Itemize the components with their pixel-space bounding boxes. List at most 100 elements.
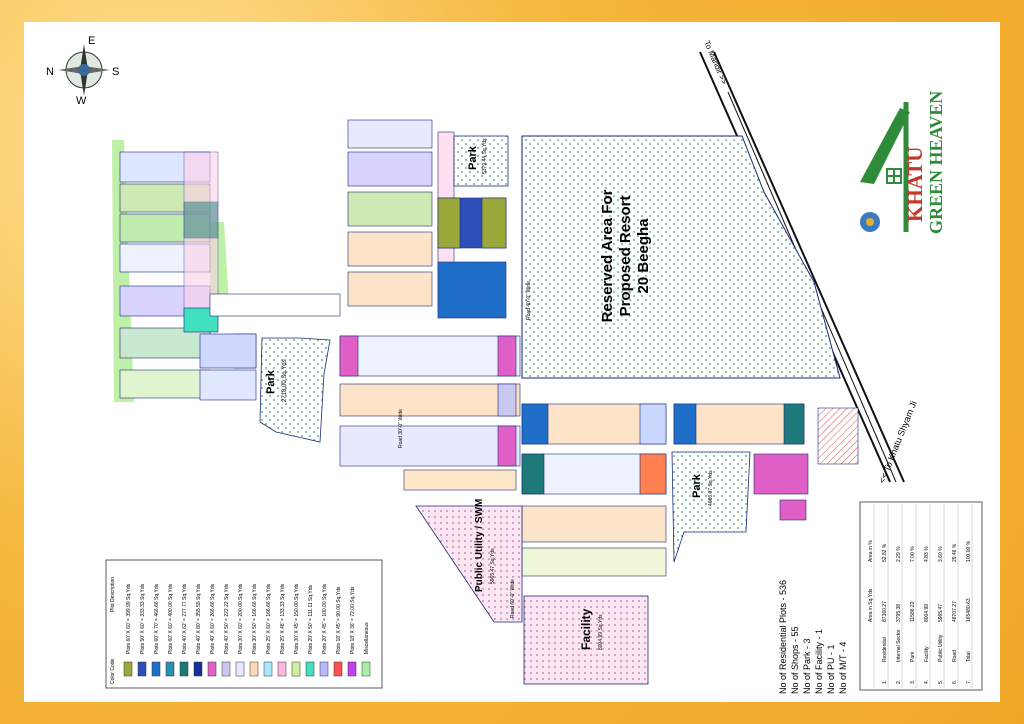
- table-cell: 8004.99: [924, 604, 930, 622]
- table-cell: Residential: [882, 637, 888, 662]
- legend-label: Plots 25' X 48' = 133.33 Sq.Yds: [280, 583, 286, 654]
- table-cell: Facility: [924, 646, 930, 662]
- reserved-line2: Proposed Resort: [617, 196, 634, 317]
- table-cell: 5.: [938, 680, 944, 684]
- table-cell: 11586.22: [910, 601, 916, 622]
- left-plot-blocks: [119, 151, 257, 401]
- legend-swatch: [207, 661, 217, 677]
- reserved-line3: 20 Beegha: [635, 218, 652, 294]
- table-cell: Road: [952, 650, 958, 662]
- summary-line1: No of Residential Plots - 536: [778, 580, 788, 694]
- compass: E S W N: [46, 35, 119, 107]
- site-plan: E S W N To Mandir >> << To Khatu Shyam J…: [46, 35, 983, 694]
- legend-label: Plots 18' X 45' = 90.00 Sq.Yds: [336, 586, 342, 654]
- compass-n: N: [46, 66, 54, 78]
- park-top: Park 5379.44 Sq.Yds: [453, 135, 509, 187]
- park-right-area: 4686.07 Sq.Yds: [708, 470, 714, 506]
- legend-label: Plots 40' X 60' = 266.66 Sq.Yds: [210, 583, 216, 654]
- logo-roof-icon: [860, 108, 910, 184]
- summary-line2: No of Shops - 55: [790, 626, 800, 694]
- legend-label: Plots 20' X 45' = 100.00 Sq.Yds: [322, 583, 328, 654]
- table-cell: 7.00 %: [910, 546, 916, 562]
- table-cell: 52.82 %: [882, 543, 888, 562]
- road-label-40: Road 40'-0" Wide: [526, 281, 532, 320]
- road-label-to-khatu: << To Khatu Shyam Ji: [877, 400, 919, 485]
- reserved-area: Reserved Area For Proposed Resort 20 Bee…: [521, 135, 841, 379]
- legend-swatch: [319, 661, 329, 677]
- legend-swatch: [361, 661, 371, 677]
- compass-e: E: [88, 35, 95, 47]
- legend-swatch: [333, 661, 343, 677]
- legend-swatch: [221, 661, 231, 677]
- legend-swatch: [151, 661, 161, 677]
- table-cell: Total: [966, 651, 972, 662]
- park-top-label: Park: [467, 145, 479, 170]
- park-left: Park 2718.00 Sq.Yds: [259, 337, 331, 443]
- legend-swatch: [235, 661, 245, 677]
- table-cell: 100.00 %: [966, 540, 972, 562]
- table-header: Area in Sq.Yds: [868, 588, 874, 622]
- legend-label: Plots 40' X 50' = 222.22 Sq.Yds: [224, 583, 230, 654]
- table-cell: 7.: [966, 680, 972, 684]
- public-utility-label: Public Utility / SWM: [474, 499, 485, 592]
- table-cell: 2.: [896, 680, 902, 684]
- road-label-60: Road 60'-0" Wide: [510, 579, 516, 618]
- table-cell: 3.: [910, 680, 916, 684]
- legend-col-desc: Plot Description: [110, 577, 116, 612]
- legend-swatch: [137, 661, 147, 677]
- table-cell: Public Utility: [938, 634, 944, 662]
- brand-name-line2: GREEN HEAVEN: [926, 91, 946, 234]
- road-label-30: Road 30'-0" Wide: [398, 409, 404, 448]
- table-cell: 3.60 %: [938, 546, 944, 562]
- table-cell: Internal Sector: [896, 629, 902, 662]
- legend-swatch: [165, 661, 175, 677]
- park-left-area: 2718.00 Sq.Yds: [282, 359, 288, 402]
- summary-line4: No of Facility - 1: [814, 629, 824, 694]
- compass-s: S: [112, 66, 119, 78]
- legend-label: Plots 30' X 50' = 166.66 Sq.Yds: [252, 583, 258, 654]
- legend-swatch: [179, 661, 189, 677]
- table-cell: Park: [910, 651, 916, 662]
- connector-block: [209, 293, 341, 317]
- plot-summary: No of Residential Plots - 536 No of Shop…: [778, 580, 848, 694]
- table-cell: 3795.38: [896, 604, 902, 622]
- summary-line6: No of M/T - 4: [838, 642, 848, 694]
- public-utility-area: Public Utility / SWM 5965.47 Sq.Yds: [415, 499, 523, 623]
- legend-label: Plots 60' X 70' = 466.66 Sq.Yds: [154, 583, 160, 654]
- legend-label: Plots 25' X 60' = 166.66 Sq.Yds: [266, 583, 272, 654]
- summary-line3: No of Park - 3: [802, 638, 812, 694]
- table-cell: 29.46 %: [952, 543, 958, 562]
- brand-logo: KHATU GREEN HEAVEN: [860, 91, 946, 234]
- legend-label: Plots 40' X 62' = 277.77 Sq.Yds: [182, 583, 188, 654]
- brand-name-line1: KHATU: [903, 147, 927, 222]
- legend-swatch: [277, 661, 287, 677]
- table-cell: 4.: [924, 680, 930, 684]
- legend-label: Plots 40' X 80' = 355.55 Sq.Yds: [196, 583, 202, 654]
- table-cell: 4.83 %: [924, 546, 930, 562]
- legend-label: Plots 60' X 60' = 400.00 Sq.Yds: [168, 583, 174, 654]
- legend-col-color: Color Code: [110, 658, 116, 684]
- legend-swatch: [347, 661, 357, 677]
- legend-label: Plots 50' X 60' = 333.33 Sq.Yds: [140, 583, 146, 654]
- legend-swatch: [263, 661, 273, 677]
- reserved-line1: Reserved Area For: [599, 189, 616, 322]
- table-cell: 6.: [952, 680, 958, 684]
- legend-label: Plots 30' X 45' = 150.00 Sq.Yds: [294, 583, 300, 654]
- table-cell: 48707.27: [952, 601, 958, 622]
- legend-swatch: [123, 661, 133, 677]
- table-cell: 165480.63: [966, 598, 972, 622]
- plot-legend: Color Code Plot Description Plots 60' X …: [105, 559, 383, 689]
- park-right-label: Park: [691, 473, 703, 498]
- facility-area: 8004.99 Sq.Yds: [598, 614, 604, 650]
- legend-label: Plots 20' X 50' = 111.11 Sq.Yds: [308, 584, 314, 654]
- facility-area: Facility 8004.99 Sq.Yds: [523, 595, 649, 685]
- lower-plot-blocks: [521, 403, 859, 577]
- map-sheet: E S W N To Mandir >> << To Khatu Shyam J…: [24, 22, 1000, 702]
- public-utility-area: 5965.47 Sq.Yds: [490, 548, 496, 584]
- legend-swatch: [249, 661, 259, 677]
- park-left-label: Park: [265, 369, 277, 394]
- legend-label: Plots 18' X 36' = 72.00 Sq.Yds: [350, 586, 356, 654]
- legend-label: Miscellaneous: [364, 622, 370, 654]
- summary-line5: No of PU - 1: [826, 644, 836, 694]
